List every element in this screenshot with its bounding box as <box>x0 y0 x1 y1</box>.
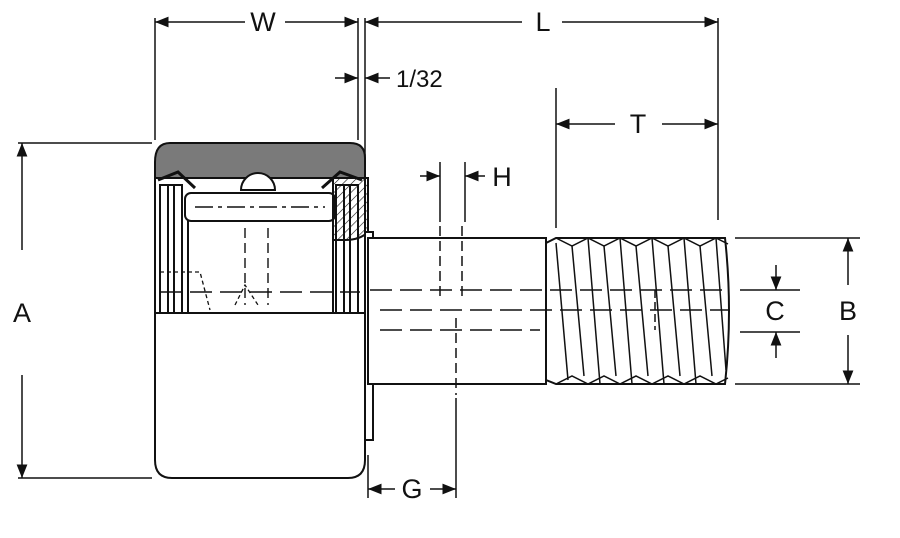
label-w: W <box>250 7 276 37</box>
thread-lines <box>555 237 729 385</box>
stud-shank <box>367 237 547 385</box>
roller-lower-body <box>154 312 366 479</box>
outer-race <box>154 142 369 479</box>
dimension-lines <box>16 16 860 498</box>
label-l: L <box>535 7 550 37</box>
label-g: G <box>401 474 422 504</box>
stud-hidden-lines <box>370 226 730 395</box>
ball <box>239 172 277 191</box>
label-b: B <box>839 296 857 326</box>
inner-race <box>187 219 334 314</box>
label-c: C <box>765 296 785 326</box>
flange-hatch <box>332 177 369 241</box>
label-clearance: 1/32 <box>396 66 443 93</box>
label-t: T <box>630 109 647 139</box>
label-h: H <box>492 162 512 192</box>
label-a: A <box>13 298 31 328</box>
stud <box>364 231 730 441</box>
